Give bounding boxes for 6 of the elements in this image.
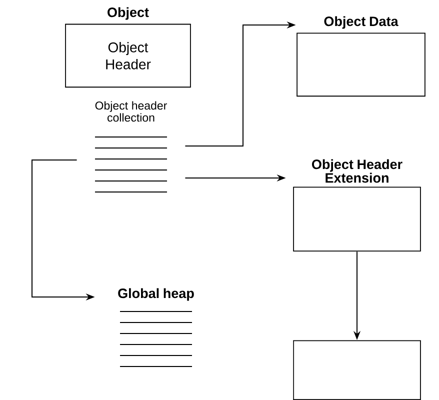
- data-box: Object Data: [296, 16, 426, 97]
- line-list: Object header collection: [94, 101, 168, 193]
- extension-box: Object Header Extension: [292, 159, 422, 252]
- extension-box: [292, 340, 422, 400]
- line-list: Global heap: [118, 288, 194, 367]
- header-box: Object Object Header: [64, 7, 192, 88]
